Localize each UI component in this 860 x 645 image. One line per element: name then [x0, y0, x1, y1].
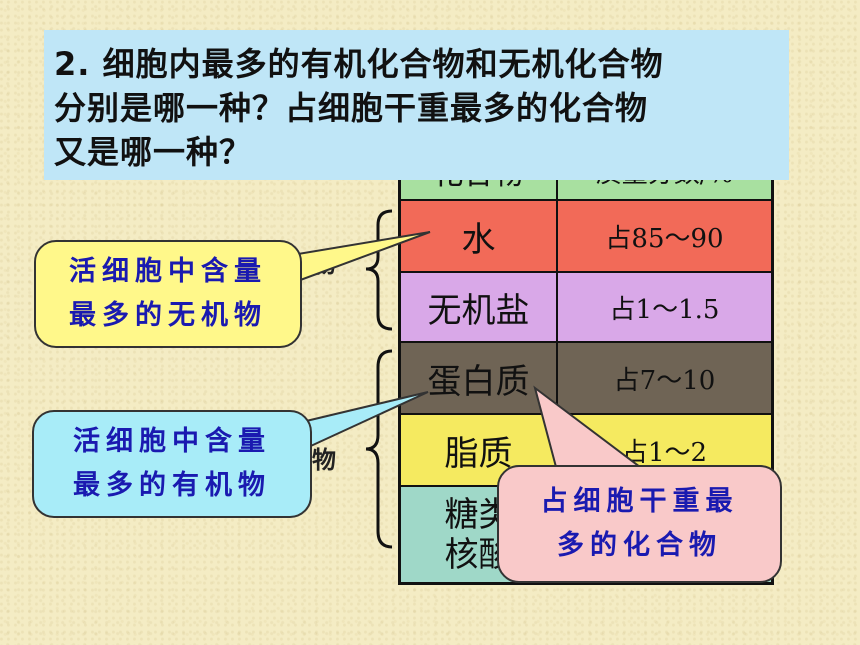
- callout-organic: 活细胞中含量 最多的有机物: [32, 410, 312, 518]
- compound-name: 水: [401, 201, 558, 271]
- callout-dry-weight: 占细胞干重最 多的化合物: [497, 465, 782, 583]
- question-box: 2. 细胞内最多的有机化合物和无机化合物 分别是哪一种？占细胞干重最多的化合物 …: [44, 30, 789, 180]
- compound-name: 无机盐: [401, 273, 558, 341]
- side-label-organic: 物: [312, 446, 336, 474]
- compound-value: 占1～1.5: [609, 294, 720, 325]
- question-line: 分别是哪一种？占细胞干重最多的化合物: [54, 89, 649, 127]
- table-row: 无机盐 占1～1.5: [401, 273, 771, 343]
- compound-value: 占1～2: [621, 437, 708, 468]
- question-line: 又是哪一种？: [54, 133, 253, 171]
- callout-inorganic: 活细胞中含量 最多的无机物: [34, 240, 302, 348]
- table-row: 水 占85～90: [401, 201, 771, 273]
- compound-name: 蛋白质: [401, 343, 558, 413]
- compound-value: 占7～10: [613, 365, 716, 396]
- brace-organic-icon: [365, 349, 393, 549]
- brace-inorganic-icon: [365, 209, 393, 331]
- compound-value: 占85～90: [605, 223, 724, 254]
- question-line: 2. 细胞内最多的有机化合物和无机化合物: [54, 45, 664, 83]
- table-row: 蛋白质 占7～10: [401, 343, 771, 415]
- compound-table: 化合物 质量分数/% 水 占85～90 无机盐 占1～1.5 蛋白质 占7～10…: [398, 140, 774, 585]
